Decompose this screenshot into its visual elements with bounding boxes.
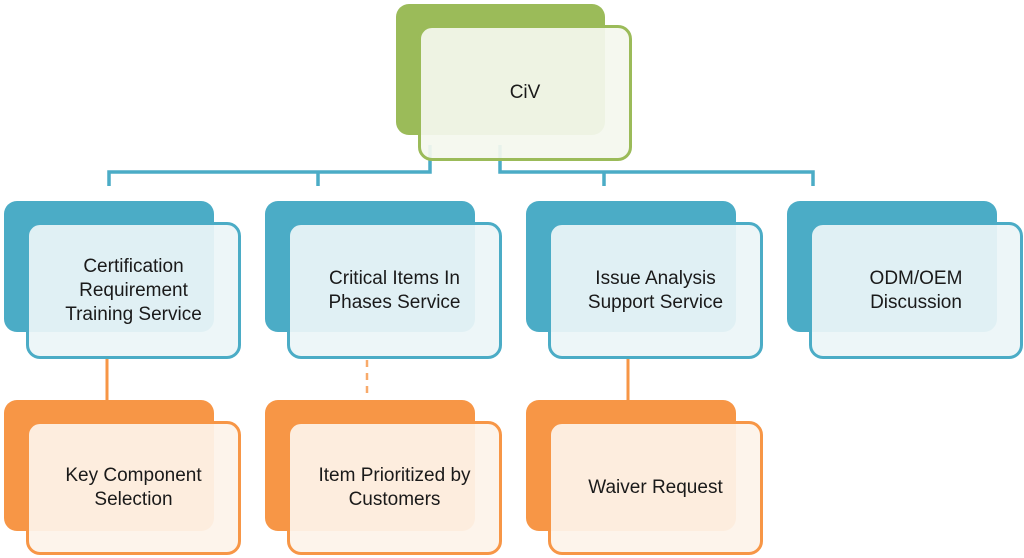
child-node-front: Waiver Request [548,421,763,555]
service-node-front: Certification Requirement Training Servi… [26,222,241,359]
service-label: Critical Items In Phases Service [328,267,461,313]
service-label: Issue Analysis Support Service [587,267,724,313]
root-label: CiV [509,82,541,103]
child-label: Waiver Request [588,477,723,498]
service-node-front: Issue Analysis Support Service [548,222,763,359]
service-label: ODM/OEM Discussion [869,267,963,313]
connector-root-left [107,145,432,186]
service-node-front: Critical Items In Phases Service [287,222,502,359]
child-node-front: Item Prioritized by Customers [287,421,502,555]
service-node-front: ODM/OEM Discussion [809,222,1023,359]
child-node-front: Key Component Selection [26,421,241,555]
child-label: Item Prioritized by Customers [318,465,471,510]
service-label: Certification Requirement Training Servi… [65,255,202,325]
root-node-front: CiV [418,25,632,161]
child-label: Key Component Selection [65,465,202,510]
